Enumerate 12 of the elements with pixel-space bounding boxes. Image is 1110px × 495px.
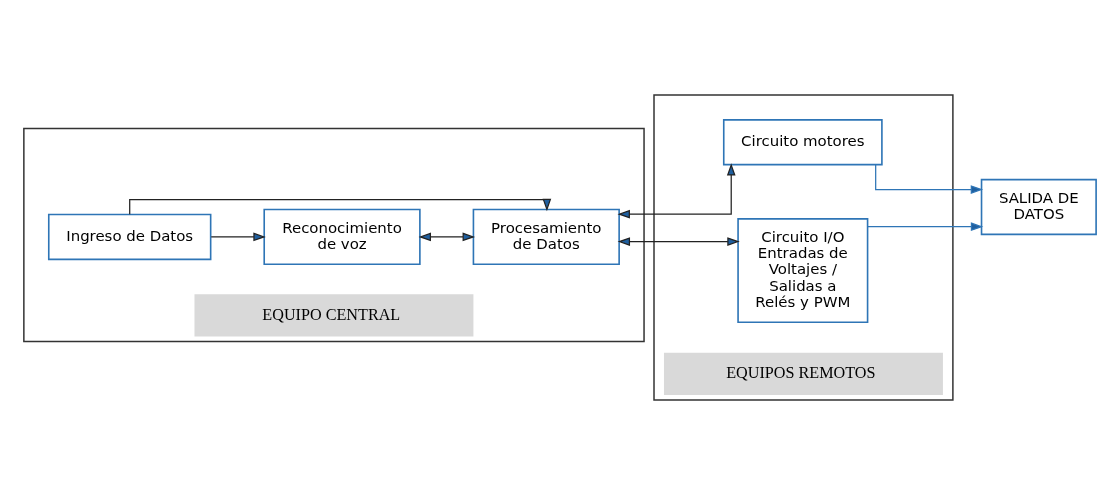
arrow [867, 222, 984, 231]
node-box: Ingreso de Datos [47, 213, 212, 261]
node-box: Circuito motores [722, 119, 883, 166]
node-box: Procesamiento de Datos [472, 208, 620, 266]
arrow [418, 232, 476, 242]
node-box: SALIDA DE DATOS [980, 178, 1097, 236]
node-box: Reconocimiento de voz [263, 208, 421, 266]
arrow [617, 163, 736, 219]
arrow [617, 237, 740, 246]
arrow [210, 232, 266, 242]
node-box: Circuito I/O Entradas de Voltajes / Salidas a Relés y PWM [737, 218, 869, 324]
arrow [875, 164, 984, 194]
